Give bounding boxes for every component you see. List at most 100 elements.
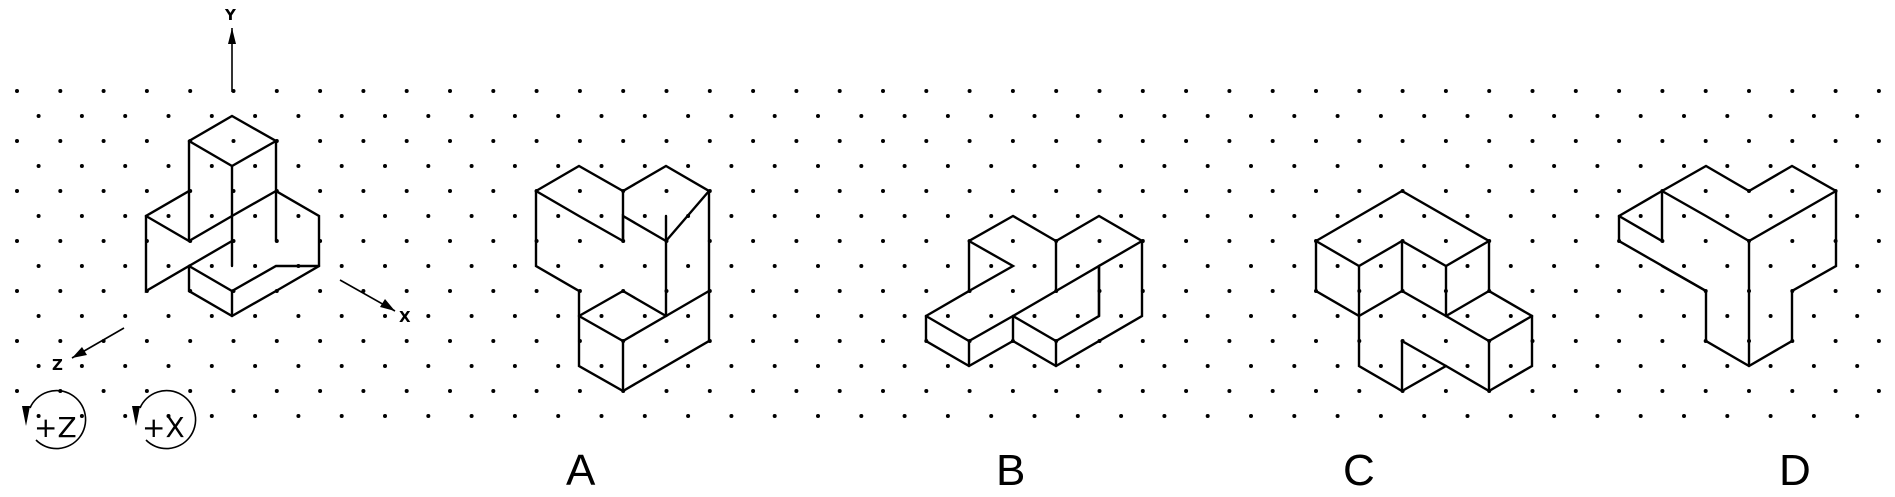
grid-dot — [945, 314, 950, 318]
grid-dot — [1184, 189, 1189, 193]
grid-dot — [1292, 214, 1297, 218]
grid-dot — [1443, 189, 1448, 193]
grid-dot — [79, 414, 84, 418]
grid-dot — [404, 339, 409, 343]
grid-dot — [361, 389, 366, 393]
grid-dot — [1270, 239, 1275, 243]
grid-dot — [686, 364, 691, 368]
grid-dot — [794, 389, 799, 393]
grid-dot — [1378, 164, 1383, 168]
grid-dot — [15, 289, 19, 293]
grid-dot — [491, 289, 496, 293]
grid-dot — [296, 414, 301, 418]
grid-dot — [1292, 314, 1297, 318]
grid-dot — [512, 264, 517, 268]
grid-dot — [1249, 314, 1253, 318]
grid-dot — [1508, 414, 1513, 418]
grid-dot — [772, 114, 777, 118]
grid-dot — [209, 314, 214, 318]
grid-dot — [556, 214, 561, 218]
grid-dot — [1876, 389, 1881, 393]
grid-dot — [383, 414, 387, 418]
grid-dot — [1833, 89, 1838, 93]
grid-dot — [123, 164, 128, 168]
grid-dot — [15, 139, 19, 143]
grid-dot — [556, 314, 561, 318]
grid-dot — [166, 164, 171, 168]
grid-dot — [296, 214, 301, 218]
grid-dot — [902, 214, 907, 218]
grid-dot — [1075, 114, 1080, 118]
grid-dot — [1747, 389, 1751, 393]
grid-dot — [599, 264, 604, 268]
grid-dot — [404, 239, 409, 243]
grid-dot — [989, 264, 994, 268]
axis-indicator: Y X Z — [52, 6, 411, 374]
grid-dot — [945, 214, 950, 218]
grid-dot — [1162, 214, 1167, 218]
grid-dot — [859, 214, 864, 218]
grid-dot — [1075, 264, 1080, 268]
grid-dot — [253, 414, 258, 418]
grid-dot — [79, 364, 84, 368]
grid-dot — [1552, 114, 1557, 118]
grid-dot — [1595, 414, 1600, 418]
grid-dot — [1811, 414, 1816, 418]
grid-dot — [58, 289, 63, 293]
grid-dot — [1768, 264, 1773, 268]
grid-dot — [1855, 264, 1860, 268]
grid-dot — [1162, 114, 1167, 118]
rotation-plus-x: +X — [132, 389, 197, 450]
grid-dot — [1075, 314, 1080, 318]
grid-dot — [1768, 114, 1773, 118]
grid-dot — [318, 389, 323, 393]
grid-dot — [556, 414, 561, 418]
grid-dot — [1790, 389, 1795, 393]
grid-dot — [751, 339, 756, 343]
grid-dot — [1617, 339, 1622, 343]
grid-dot — [209, 164, 214, 168]
grid-dot — [15, 189, 19, 193]
grid-dot — [79, 214, 84, 218]
grid-dot — [599, 214, 604, 218]
grid-dot — [253, 114, 258, 118]
grid-dot — [1465, 264, 1470, 268]
grid-dot — [945, 364, 950, 368]
grid-dot — [1811, 164, 1816, 168]
grid-dot — [1443, 239, 1448, 243]
grid-dot — [1119, 114, 1124, 118]
grid-dot — [772, 214, 777, 218]
grid-dot — [144, 89, 149, 93]
grid-dot — [1422, 164, 1427, 168]
grid-dot — [686, 164, 691, 168]
grid-dot — [1032, 114, 1037, 118]
grid-dot — [404, 189, 409, 193]
grid-dot — [469, 214, 474, 218]
grid-dot — [274, 389, 279, 393]
grid-dot — [859, 314, 864, 318]
grid-dot — [945, 414, 950, 418]
grid-dot — [1032, 264, 1037, 268]
grid-dot — [469, 314, 474, 318]
grid-dot — [924, 139, 929, 143]
rotation-arrow-icon — [29, 389, 87, 450]
grid-dot — [36, 314, 41, 318]
grid-dot — [902, 164, 907, 168]
grid-dot — [339, 264, 344, 268]
grid-dot — [729, 114, 734, 118]
option-b-shape — [924, 214, 1144, 368]
grid-dot — [1790, 89, 1795, 93]
grid-dot — [1270, 389, 1275, 393]
grid-dot — [209, 114, 214, 118]
grid-dot — [448, 89, 452, 93]
grid-dot — [1422, 314, 1427, 318]
grid-dot — [1227, 239, 1232, 243]
grid-dot — [1595, 214, 1600, 218]
grid-dot — [296, 164, 301, 168]
grid-dot — [642, 264, 647, 268]
grid-dot — [79, 264, 84, 268]
grid-dot — [534, 139, 539, 143]
grid-dot — [58, 189, 63, 193]
grid-dot — [469, 414, 474, 418]
grid-dot — [1184, 339, 1189, 343]
